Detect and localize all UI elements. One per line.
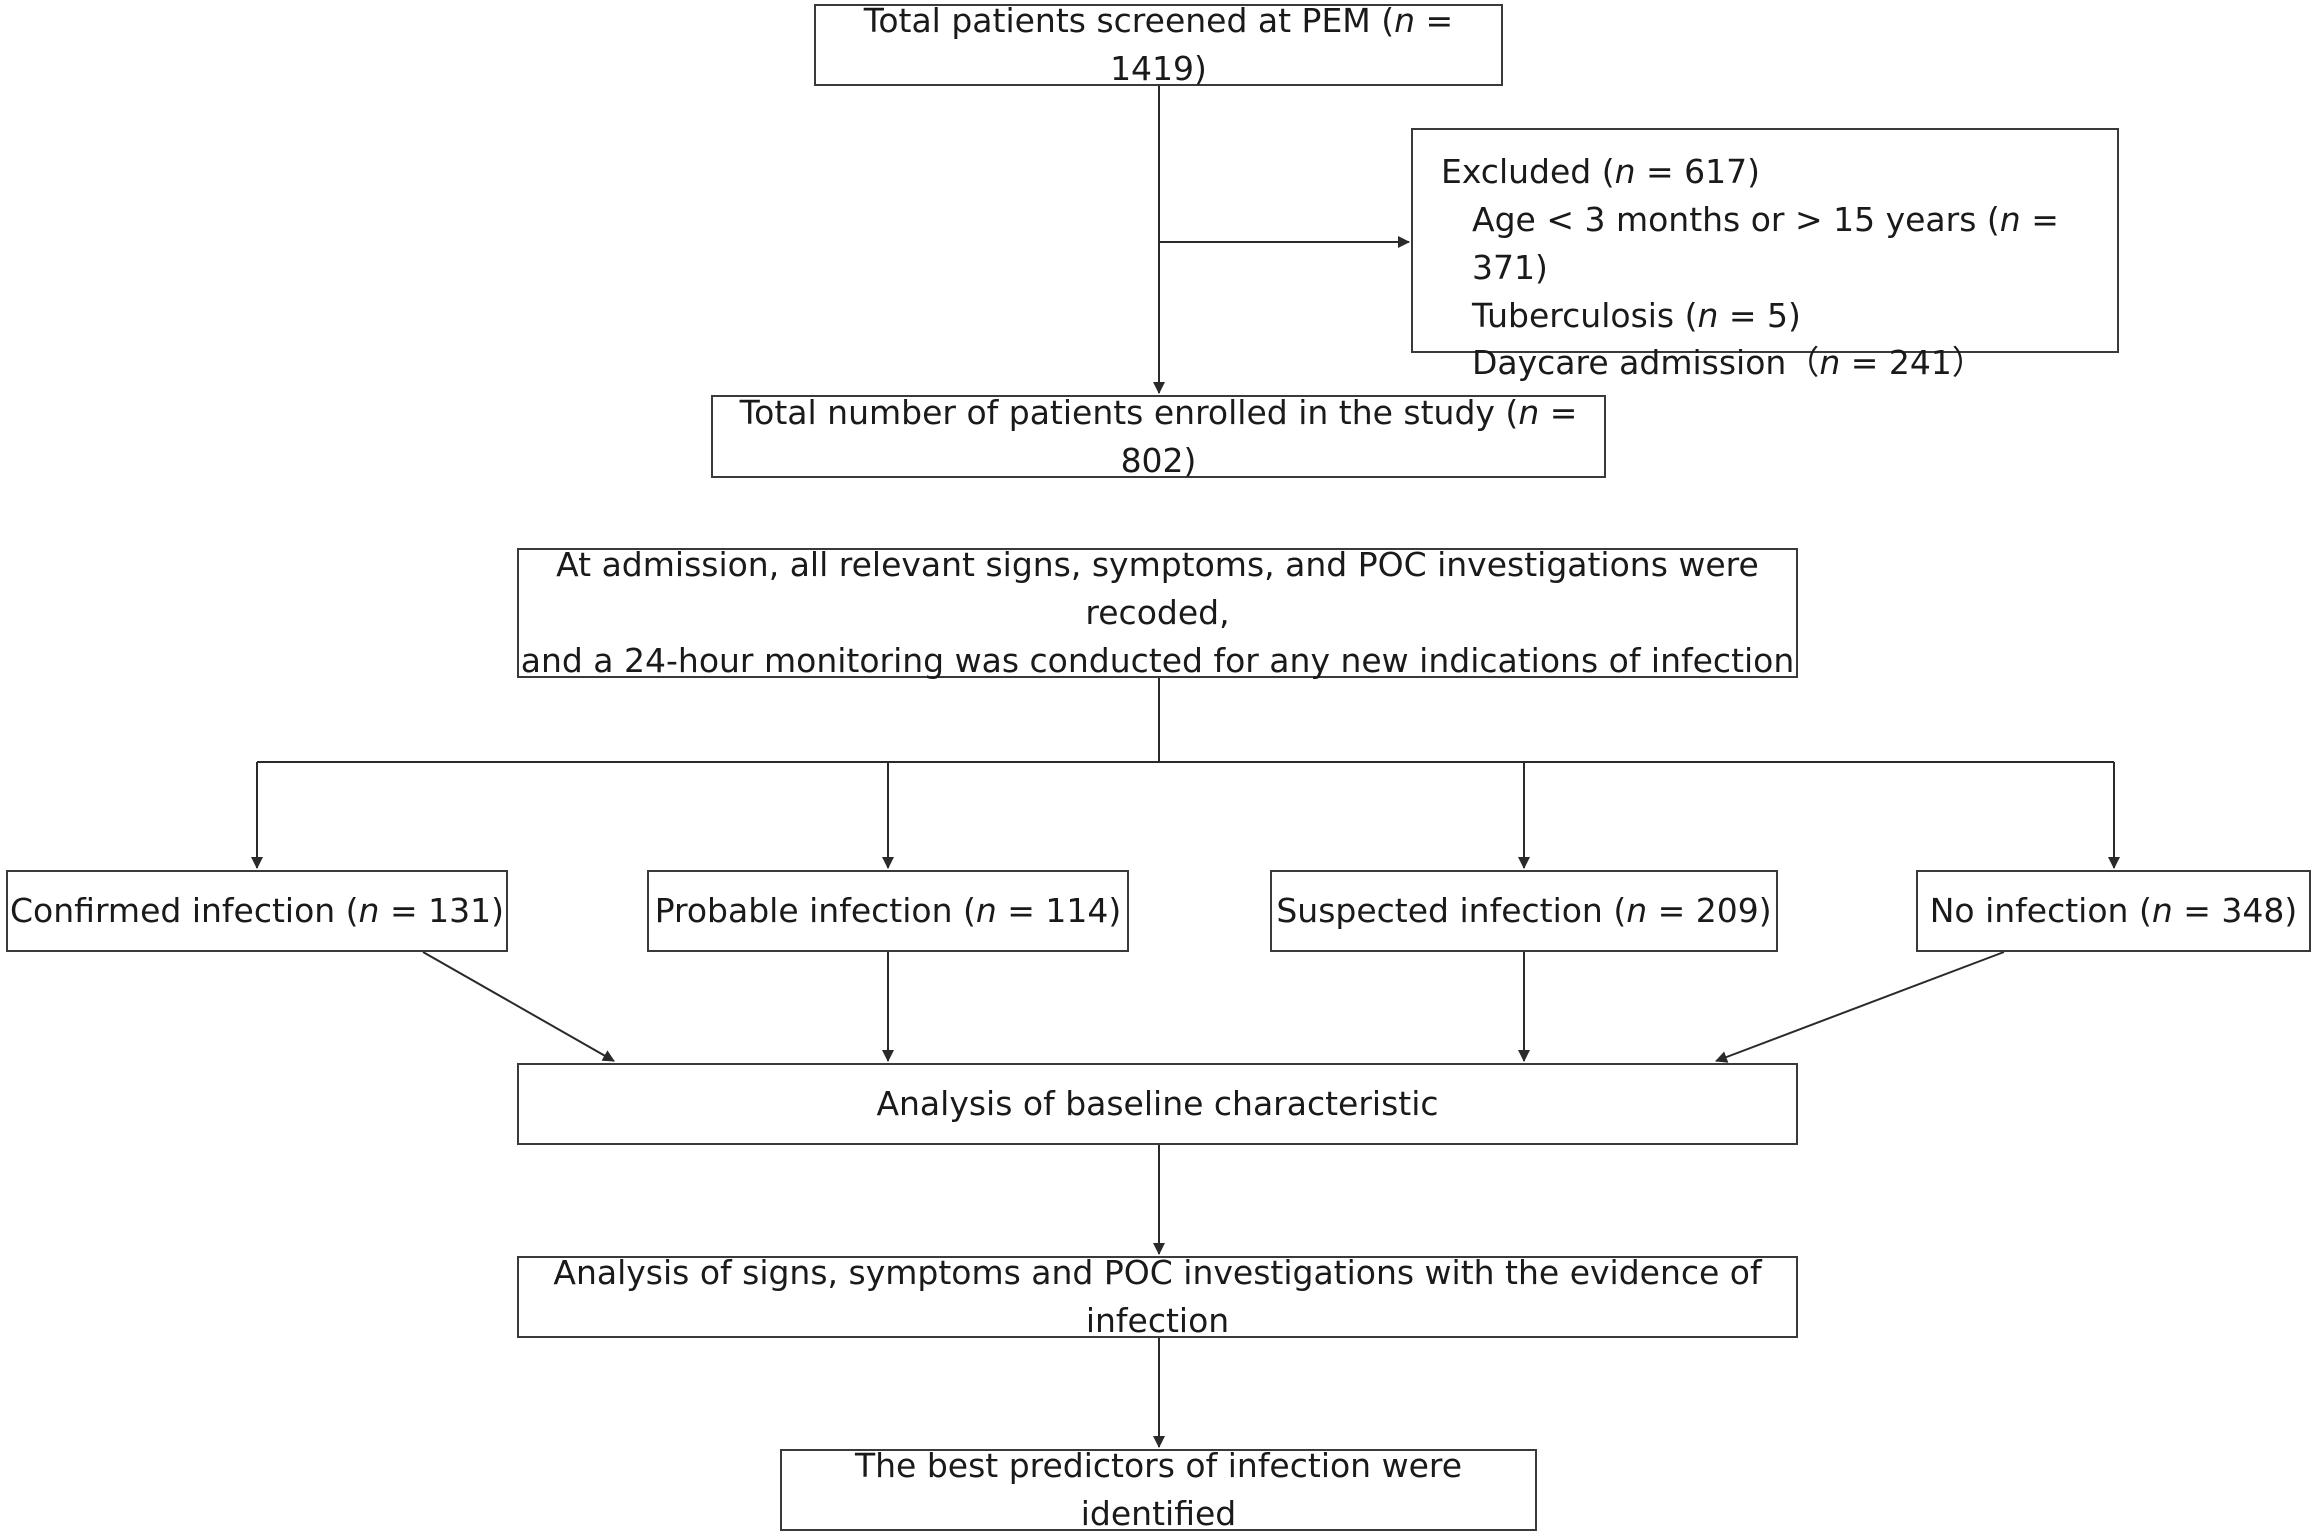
group-confirmed-box: Confirmed infection (n = 131) (6, 870, 508, 952)
group-probable-box: Probable infection (n = 114) (647, 870, 1129, 952)
predictors-label: The best predictors of infection were id… (854, 1446, 1463, 1533)
group-no-infection-box: No infection (n = 348) (1916, 870, 2311, 952)
enrolled-label: Total number of patients enrolled in the… (739, 392, 1578, 480)
predictors-box: The best predictors of infection were id… (780, 1446, 1537, 1533)
excluded-item-daycare: Daycare admission（n = 241） (1472, 343, 1985, 383)
excluded-item-age: Age < 3 months or > 15 years (n = 371) (1472, 199, 2059, 287)
admission-line-1: At admission, all relevant signs, sympto… (556, 545, 1759, 633)
signs-analysis-box: Analysis of signs, symptoms and POC inve… (517, 1253, 1798, 1340)
admission-line-2: and a 24-hour monitoring was conducted f… (520, 640, 1795, 680)
baseline-label: Analysis of baseline characteristic (876, 1084, 1439, 1124)
baseline-box: Analysis of baseline characteristic (517, 1063, 1798, 1145)
arrow-no-infection-to-baseline (1715, 951, 2005, 1063)
signs-analysis-label: Analysis of signs, symptoms and POC inve… (553, 1253, 1762, 1340)
excluded-header: Excluded (n = 617) (1441, 152, 1761, 191)
group-suspected-label: Suspected infection (n = 209) (1276, 891, 1772, 931)
group-suspected-box: Suspected infection (n = 209) (1270, 870, 1778, 952)
screened-box: Total patients screened at PEM (n = 1419… (814, 1, 1503, 88)
group-probable-label: Probable infection (n = 114) (654, 891, 1122, 931)
admission-box: At admission, all relevant signs, sympto… (517, 545, 1798, 680)
group-confirmed-label: Confirmed infection (n = 131) (10, 891, 504, 931)
enrolled-box: Total number of patients enrolled in the… (711, 393, 1606, 480)
excluded-box: Excluded (n = 617) Age < 3 months or > 1… (1411, 128, 2119, 382)
arrow-confirmed-to-baseline (422, 951, 615, 1062)
excluded-item-tuberculosis: Tuberculosis (n = 5) (1472, 295, 1801, 335)
screened-label: Total patients screened at PEM (n = 1419… (863, 1, 1454, 88)
group-no-infection-label: No infection (n = 348) (1929, 891, 2298, 931)
